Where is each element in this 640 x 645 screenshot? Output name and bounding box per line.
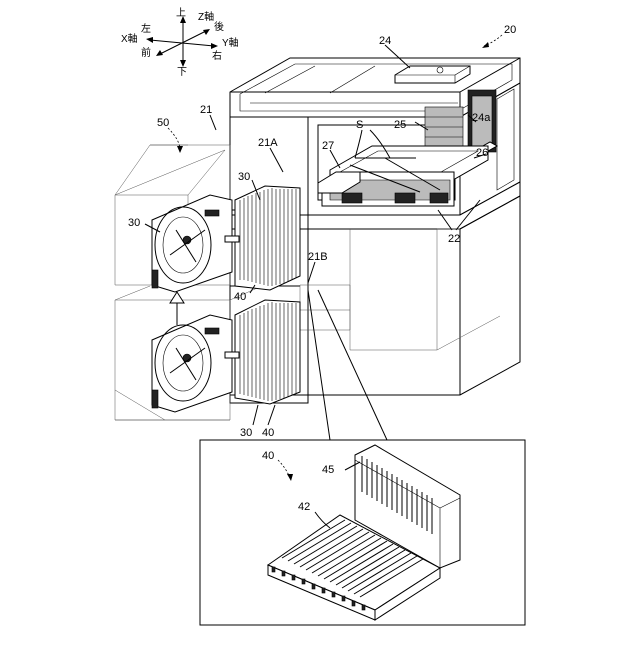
label-carrier-left: 30 bbox=[128, 217, 140, 229]
axis-z-label: Z軸 bbox=[198, 10, 214, 23]
axis-back-label: 後 bbox=[214, 20, 224, 33]
label-cassette-bottom: 40 bbox=[262, 427, 274, 439]
axis-down-label: 下 bbox=[177, 67, 187, 78]
axis-indicator bbox=[146, 16, 218, 67]
label-part-25: 25 bbox=[394, 119, 406, 131]
carrier-upper-left bbox=[152, 195, 232, 292]
axis-left-label: 左 bbox=[141, 22, 151, 35]
axis-front-label: 前 bbox=[141, 46, 151, 59]
label-cassette-mid: 40 bbox=[234, 291, 246, 303]
label-top-unit: 24 bbox=[379, 35, 391, 47]
label-substrate: S bbox=[356, 119, 363, 131]
cassette-stack-upper bbox=[225, 186, 300, 290]
label-part-24a: 24a bbox=[472, 112, 491, 124]
label-carrier-bottom: 30 bbox=[240, 427, 252, 439]
axis-right-label: 右 bbox=[212, 49, 222, 62]
axis-x-label: X軸 bbox=[121, 32, 138, 45]
carrier-lower-left bbox=[152, 315, 232, 412]
label-inset-42: 42 bbox=[298, 501, 310, 513]
label-device: 20 bbox=[504, 24, 516, 36]
zoom-callout bbox=[308, 290, 387, 440]
label-upper-port: 21A bbox=[258, 137, 278, 149]
label-inset-cassette: 40 bbox=[262, 450, 274, 462]
transfer-arrow bbox=[170, 292, 184, 325]
axis-y-label: Y軸 bbox=[222, 36, 239, 49]
label-part-27: 27 bbox=[322, 140, 334, 152]
label-table: 22 bbox=[448, 233, 460, 245]
label-part-26: 26 bbox=[476, 147, 488, 159]
label-lower-port: 21B bbox=[308, 251, 328, 263]
inset-cassette bbox=[268, 445, 460, 620]
cassette-stack-lower bbox=[225, 300, 300, 404]
label-inset-45: 45 bbox=[322, 464, 334, 476]
label-load-port: 21 bbox=[200, 104, 212, 116]
label-carrier-upper: 30 bbox=[238, 171, 250, 183]
label-stocker: 50 bbox=[157, 117, 169, 129]
axis-up-label: 上 bbox=[176, 7, 186, 19]
